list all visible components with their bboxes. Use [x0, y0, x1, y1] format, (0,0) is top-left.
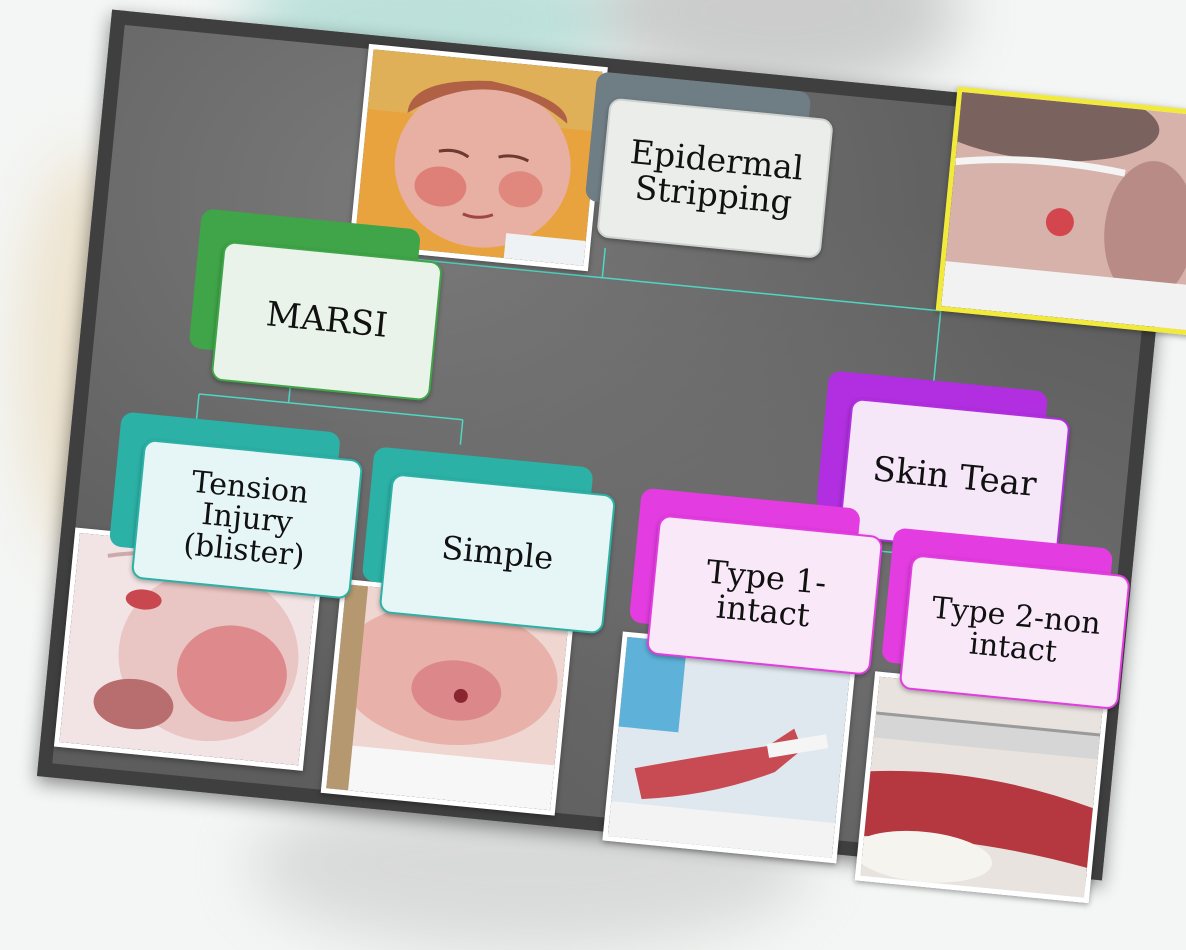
node-type1-intact: Type 1- intact	[626, 488, 891, 677]
node-simple-box: Simple	[379, 473, 617, 634]
node-type2-non-intact-box: Type 2-non intact	[899, 554, 1131, 710]
node-marsi: MARSI	[186, 208, 456, 397]
node-tension-injury: Tension Injury (blister)	[105, 412, 370, 606]
node-tension-injury-box: Tension Injury (blister)	[131, 439, 364, 600]
node-type1-intact-box: Type 1- intact	[646, 514, 884, 675]
connector-root-stem	[602, 248, 605, 278]
node-marsi-box: MARSI	[210, 241, 443, 402]
node-type2-non-intact: Type 2-non intact	[878, 527, 1143, 716]
infant-head-tube-photo-icon	[941, 92, 1186, 330]
node-epidermal-stripping-box: Epidermal Stripping	[596, 98, 834, 259]
diagram-card: Epidermal Stripping MARSI Skin Tear	[37, 10, 1177, 881]
photo-root-right	[936, 87, 1186, 336]
node-simple: Simple	[359, 446, 624, 635]
connector-marsi-simple	[460, 420, 462, 445]
node-epidermal-stripping: Epidermal Stripping	[582, 71, 846, 255]
connector-marsi-tension	[197, 394, 199, 419]
